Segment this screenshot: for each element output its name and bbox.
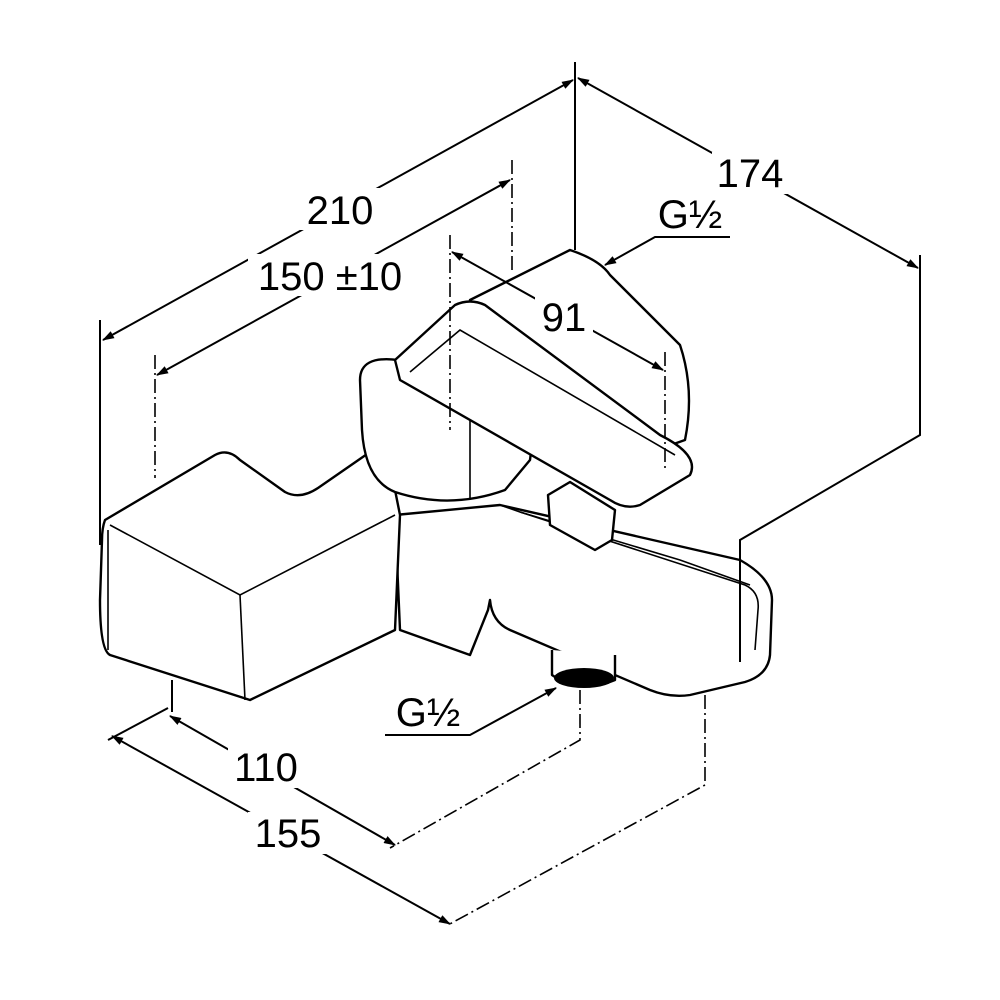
faucet-body [98, 248, 774, 702]
dimension-174-label: 174 [717, 152, 784, 196]
thread-top-label: G½ [658, 193, 722, 237]
dimension-155-label: 155 [255, 812, 322, 856]
dimension-91-label: 91 [542, 296, 587, 340]
dimension-150-label: 150 ±10 [258, 255, 402, 299]
dimension-110-label: 110 [234, 746, 298, 790]
extension-lines [99, 62, 921, 926]
thread-bottom-label: G½ [396, 691, 460, 735]
dimension-210-label: 210 [307, 189, 374, 233]
